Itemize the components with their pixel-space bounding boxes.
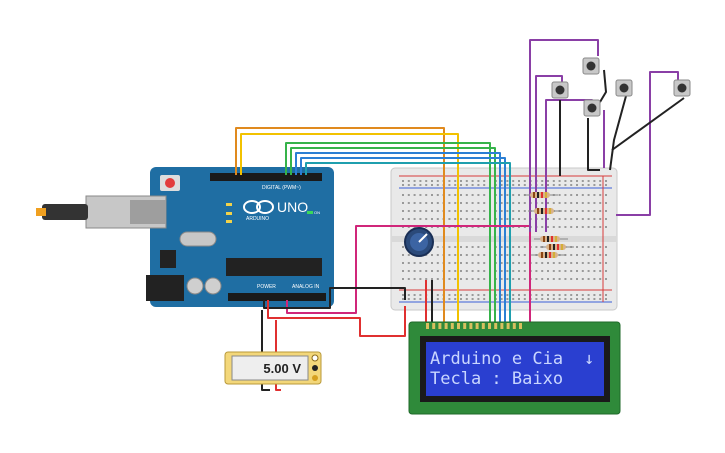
wire-button-4: [616, 71, 679, 216]
digital-header[interactable]: [210, 173, 322, 181]
led-tx: [226, 212, 232, 215]
meter-terminal-1[interactable]: [311, 354, 319, 362]
resistor-3[interactable]: [534, 236, 568, 242]
capacitor-2: [204, 277, 222, 295]
wire-blue-2: [300, 157, 506, 205]
wire-button-black-4: [611, 97, 685, 151]
on-label: ON: [314, 210, 320, 215]
resistor-5[interactable]: [532, 252, 566, 258]
board-brand: ARDUINO: [246, 216, 269, 222]
wire-button-black-2: [587, 118, 600, 171]
multimeter-reading: 5.00 V: [263, 361, 301, 376]
lcd-pin-header[interactable]: [426, 323, 522, 329]
resistor-4[interactable]: [540, 244, 574, 250]
led-rx: [226, 220, 232, 223]
push-button-1[interactable]: [582, 57, 600, 75]
usb-cable: [42, 204, 88, 220]
lcd-module[interactable]: Arduino e Cia ↓ Tecla : Baixo: [408, 321, 621, 415]
wire-orange: [235, 127, 445, 205]
contrast-potentiometer[interactable]: [404, 227, 434, 257]
analog-label: ANALOG IN: [292, 284, 320, 290]
dc-jack: [146, 275, 184, 301]
power-label: POWER: [257, 284, 276, 290]
wire-button-black-5: [599, 69, 607, 103]
resistor-1[interactable]: [524, 192, 558, 198]
digital-label: DIGITAL (PWM~): [262, 185, 301, 191]
capacitor-1: [186, 277, 204, 295]
wire-meter-red: [275, 320, 281, 391]
lcd-screen: [426, 342, 604, 396]
push-button-3[interactable]: [583, 99, 601, 117]
wire-button-2: [535, 75, 563, 232]
wire-green-2: [290, 147, 496, 205]
resistor-2[interactable]: [528, 208, 562, 214]
wire-red-5v: [267, 300, 406, 337]
meter-terminal-3[interactable]: [312, 375, 318, 381]
multimeter[interactable]: 5.00 V: [224, 351, 322, 385]
wire-button-1: [529, 39, 599, 232]
power-analog-header[interactable]: [228, 293, 326, 301]
wire-blue-1: [295, 152, 501, 205]
led-l: [226, 203, 232, 206]
lcd-line-2: Tecla : Baixo: [430, 369, 563, 389]
usb-plug-tip: [36, 208, 46, 216]
meter-terminal-2[interactable]: [312, 365, 318, 371]
push-buttons[interactable]: [551, 57, 691, 117]
push-button-4[interactable]: [615, 79, 633, 97]
wire-button-black-3: [609, 95, 627, 171]
usb-port: [130, 200, 166, 224]
wire-magenta: [286, 225, 531, 322]
crystal: [179, 231, 217, 247]
led-on: [307, 211, 313, 214]
wire-yellow-1: [240, 133, 459, 205]
lcd-line-1: Arduino e Cia: [430, 349, 563, 369]
atmega-chip: [226, 258, 322, 276]
wire-green-1: [285, 142, 491, 205]
push-button-2[interactable]: [551, 81, 569, 99]
wire-black-gnd: [263, 287, 406, 309]
wire-meter-black: [261, 310, 270, 391]
resistors[interactable]: [524, 192, 574, 258]
board-model: UNO: [277, 199, 308, 215]
arduino-logo: [243, 200, 274, 214]
push-button-5[interactable]: [673, 79, 691, 97]
voltage-regulator: [160, 250, 176, 268]
lcd-arrow: ↓: [584, 349, 594, 369]
arduino-uno-board[interactable]: UNO ARDUINO DIGITAL (PWM~) POWER ANALOG …: [36, 167, 334, 307]
reset-button-cap: [165, 178, 175, 188]
wires[interactable]: [235, 39, 685, 391]
wire-teal: [305, 162, 511, 205]
